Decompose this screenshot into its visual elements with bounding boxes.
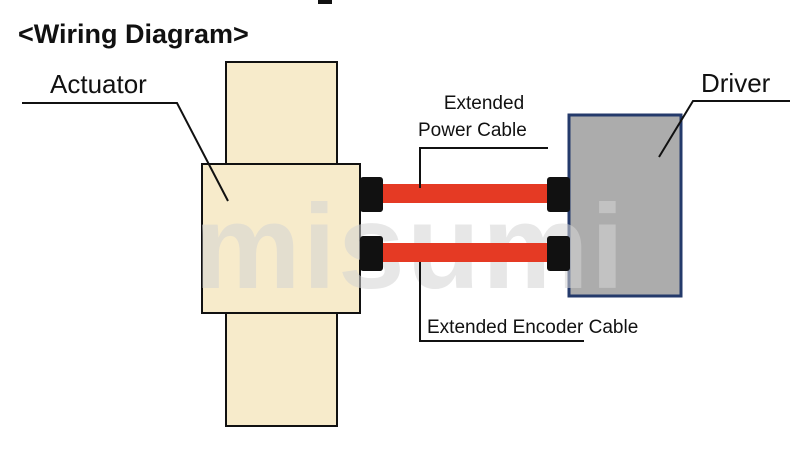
driver-power-connector — [547, 177, 570, 212]
driver-leader-line — [658, 100, 790, 158]
top-cutoff-mark — [318, 0, 332, 4]
diagram-title: <Wiring Diagram> — [18, 19, 249, 49]
encoder-cable — [380, 243, 552, 262]
encoder-cable-label: Extended Encoder Cable — [427, 317, 638, 338]
actuator-power-connector — [360, 177, 383, 212]
encoder-cable-leader-line — [419, 262, 584, 342]
actuator-leader-line — [22, 102, 229, 202]
driver-box — [567, 113, 683, 298]
actuator-body — [201, 163, 361, 314]
actuator-encoder-connector — [360, 236, 383, 271]
power-cable-leader-line — [419, 147, 548, 188]
actuator-label: Actuator — [50, 69, 147, 99]
power-cable — [380, 184, 552, 203]
driver-encoder-connector — [547, 236, 570, 271]
power-cable-label-line2: Power Cable — [418, 120, 527, 141]
driver-label: Driver — [701, 68, 771, 98]
power-cable-label-line1: Extended — [444, 93, 524, 114]
